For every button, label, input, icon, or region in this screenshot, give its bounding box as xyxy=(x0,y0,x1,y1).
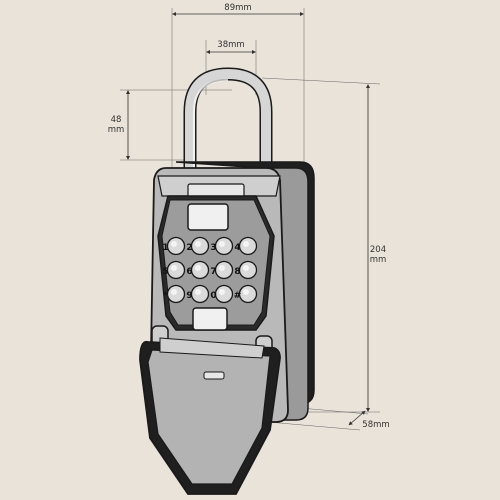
keypad-key-star[interactable]: * xyxy=(163,284,186,304)
keypad-key-0[interactable]: 0 xyxy=(210,284,234,304)
keypad-key-label: 6 xyxy=(186,267,192,277)
dimension-lines xyxy=(120,8,381,431)
depth-dimension-line xyxy=(348,410,366,426)
keypad-key-label: 3 xyxy=(210,243,216,253)
keypad-key-hash[interactable]: # xyxy=(234,284,258,304)
height-unit-label: mm xyxy=(370,255,387,265)
keypad-key-9[interactable]: 9 xyxy=(186,284,210,304)
shackle xyxy=(183,67,273,170)
cover-slot xyxy=(203,371,225,380)
keypad-key-label: 2 xyxy=(186,243,192,253)
release-button xyxy=(192,307,228,331)
width-label: 89mm xyxy=(224,3,251,13)
keypad-key-label: 0 xyxy=(210,291,216,301)
shackle-height-unit-label: mm xyxy=(108,125,125,135)
keypad-key-2[interactable]: 2 xyxy=(186,236,210,256)
keypad-key-8[interactable]: 8 xyxy=(234,260,258,280)
keypad-key-label: * xyxy=(163,291,168,301)
keypad-key-5[interactable]: 5 xyxy=(162,260,186,280)
shackle-width-label: 38mm xyxy=(217,40,244,50)
shackle-height-value-label: 48 xyxy=(111,115,122,125)
upper-window xyxy=(187,203,229,231)
keypad-key-4[interactable]: 4 xyxy=(234,236,258,256)
keypad-key-label: 8 xyxy=(234,267,240,277)
keypad-key-label: # xyxy=(234,291,242,301)
keypad-key-label: 9 xyxy=(186,291,192,301)
keypad-key-label: 7 xyxy=(210,267,216,277)
keypad-key-6[interactable]: 6 xyxy=(186,260,210,280)
keypad-key-7[interactable]: 7 xyxy=(210,260,234,280)
keypad-key-1[interactable]: 1 xyxy=(162,236,186,256)
keypad-key-label: 5 xyxy=(162,267,168,277)
front-cover xyxy=(139,325,281,495)
depth-label: 58mm xyxy=(362,420,389,430)
keypad-key-3[interactable]: 3 xyxy=(210,236,234,256)
height-value-label: 204 xyxy=(370,245,386,255)
keypad: 1 2 3 4 5 6 7 8 * 9 0 # xyxy=(162,236,258,304)
keypad-key-label: 4 xyxy=(234,243,240,253)
keypad-key-label: 1 xyxy=(162,243,168,253)
